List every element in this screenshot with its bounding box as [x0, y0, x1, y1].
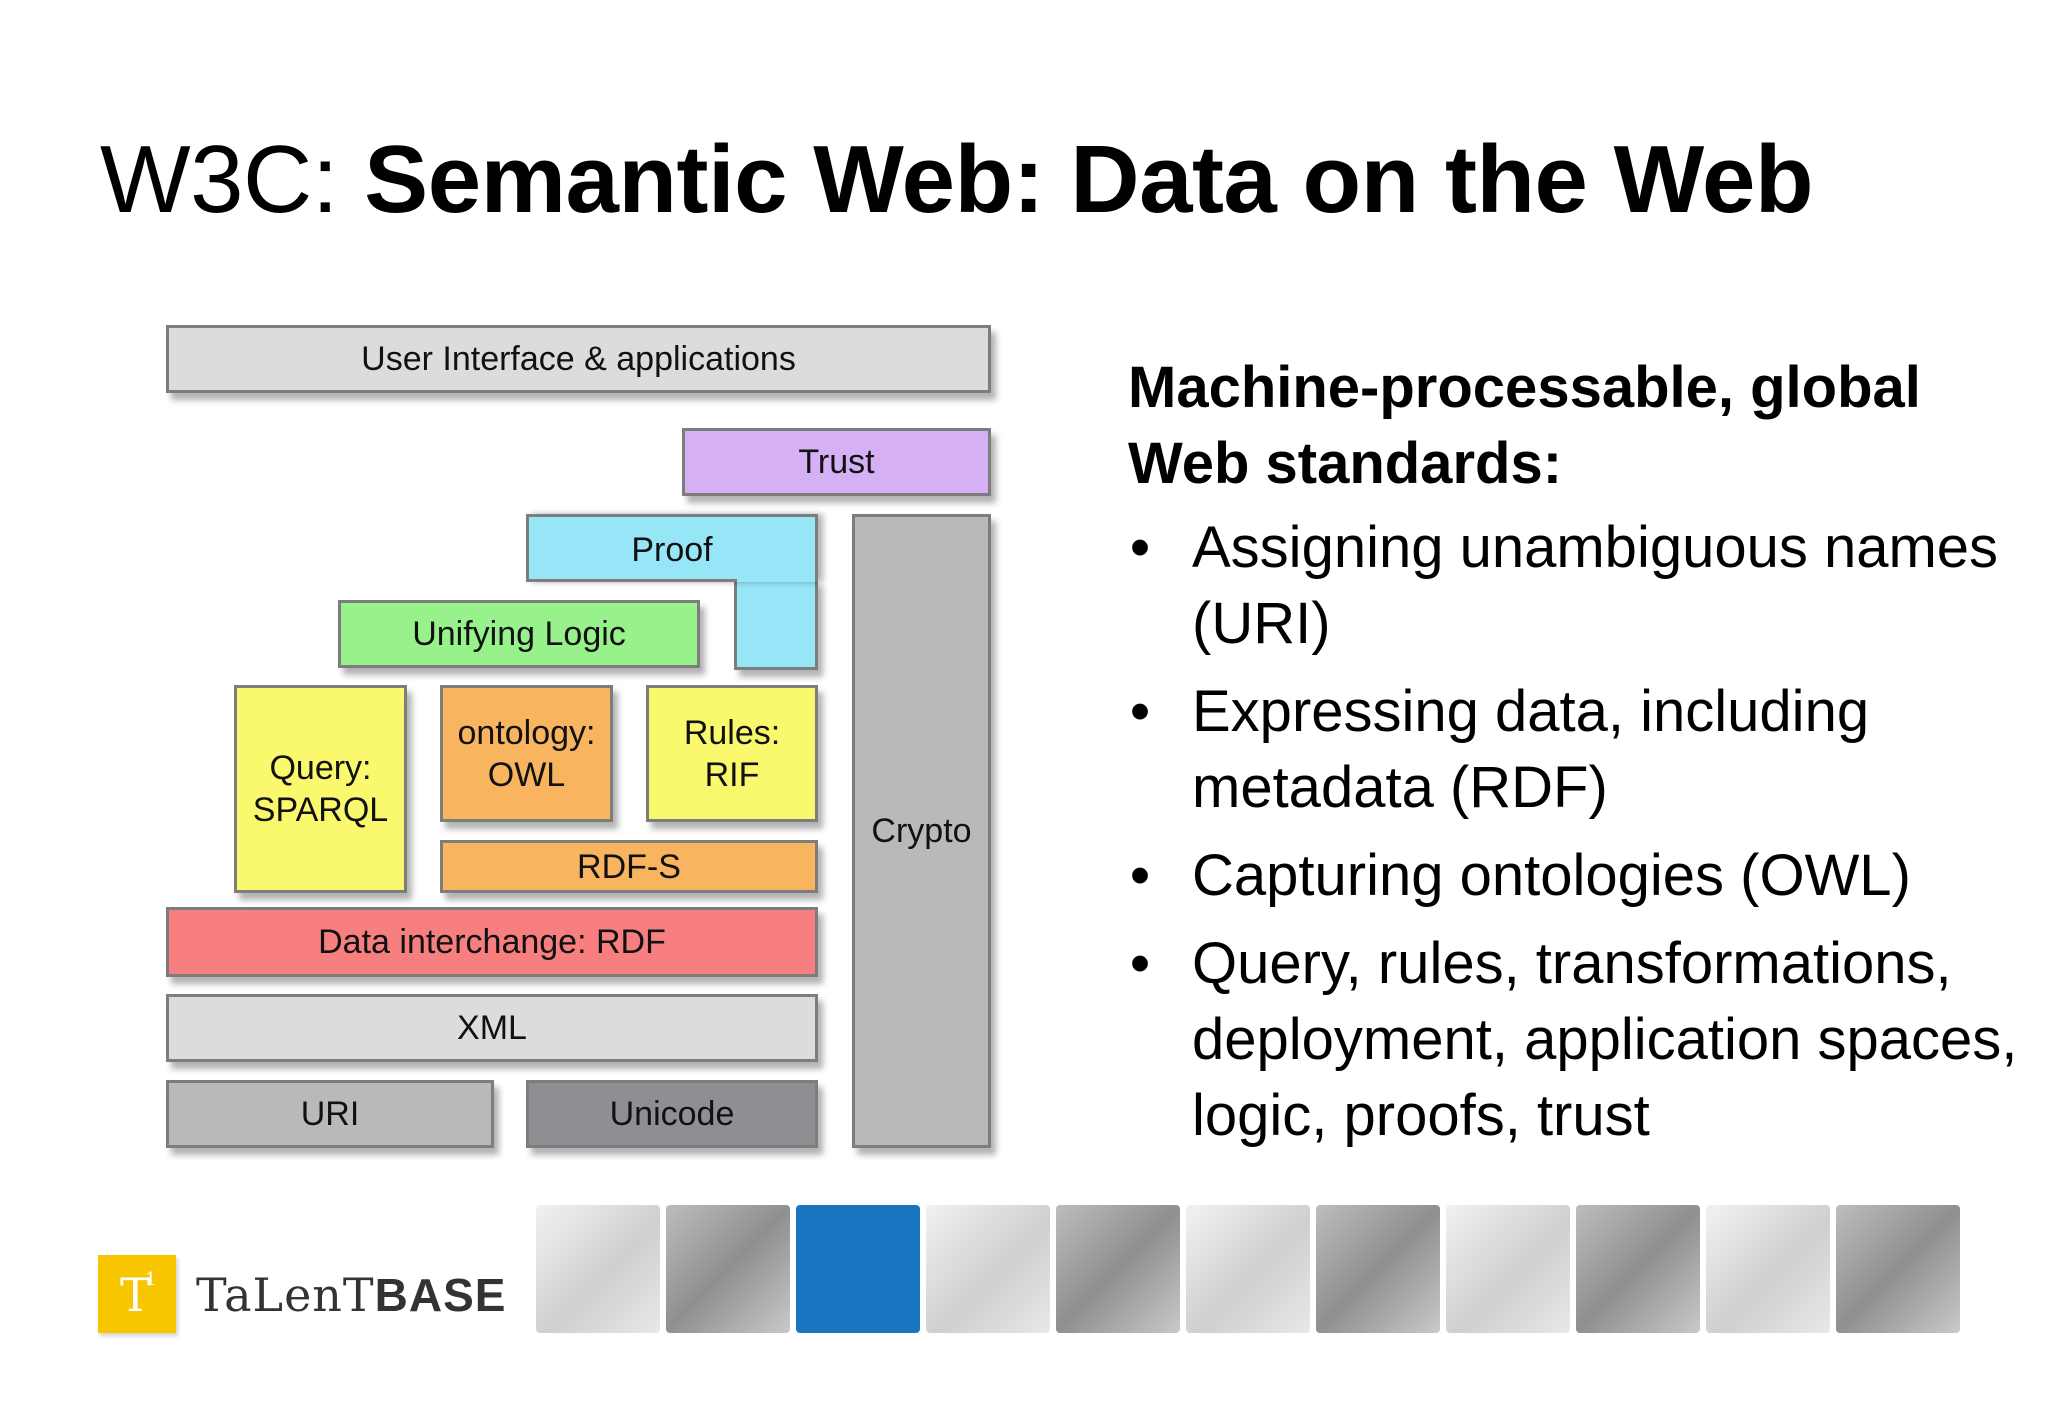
- layer-rdfs: RDF-S: [440, 840, 818, 893]
- layer-user-interface: User Interface & applications: [166, 325, 991, 393]
- list-item: • Query, rules, transformations, deploym…: [1120, 926, 2040, 1154]
- brand-name-bold: BASE: [374, 1269, 507, 1321]
- list-item-text: Query, rules, transformations, deploymen…: [1192, 931, 2018, 1148]
- layer-query-sparql: Query: SPARQL: [234, 685, 407, 893]
- list-item-text: Assigning unambiguous names (URI): [1192, 515, 1999, 656]
- layer-unifying-logic: Unifying Logic: [338, 600, 700, 668]
- svg-text:1: 1: [145, 1269, 156, 1290]
- photo-thumbnail: [536, 1205, 660, 1333]
- bullet-icon: •: [1129, 515, 1151, 580]
- layer-unicode: Unicode: [526, 1080, 818, 1148]
- photo-thumbnail: [1706, 1205, 1830, 1333]
- bullet-icon: •: [1129, 679, 1151, 744]
- talentbase-logo-icon: T 1: [98, 1255, 176, 1333]
- brand-name: TaLenTBASE: [196, 1268, 506, 1322]
- title-main: Semantic Web: Data on the Web: [364, 126, 1814, 233]
- layer-proof-extension: [734, 578, 818, 670]
- layer-rules-rif: Rules: RIF: [646, 685, 818, 822]
- bullet-icon: •: [1129, 931, 1151, 996]
- title-prefix: W3C:: [100, 126, 365, 233]
- proof-seam: [526, 579, 737, 582]
- brand-name-light: TaLenT: [196, 1268, 375, 1322]
- photo-thumbnail: [1446, 1205, 1570, 1333]
- layer-xml: XML: [166, 994, 818, 1062]
- list-item: • Capturing ontologies (OWL): [1120, 838, 2040, 914]
- list-item: • Expressing data, including metadata (R…: [1120, 674, 2040, 826]
- standards-heading: Machine-processable, global Web standard…: [1128, 355, 1921, 496]
- photo-thumbnail: [666, 1205, 790, 1333]
- layer-ontology-owl: ontology: OWL: [440, 685, 613, 822]
- svg-text:T: T: [120, 1268, 151, 1322]
- layer-proof: Proof: [526, 514, 818, 582]
- photo-thumbnail: [1056, 1205, 1180, 1333]
- list-item-text: Expressing data, including metadata (RDF…: [1192, 679, 1870, 820]
- blue-tile: [796, 1205, 920, 1333]
- bullet-icon: •: [1129, 843, 1151, 908]
- layer-crypto: Crypto: [852, 514, 991, 1148]
- photo-thumbnail: [926, 1205, 1050, 1333]
- layer-data-interchange-rdf: Data interchange: RDF: [166, 907, 818, 977]
- list-item-text: Capturing ontologies (OWL): [1192, 843, 1911, 908]
- photo-thumbnail: [1316, 1205, 1440, 1333]
- layer-trust: Trust: [682, 428, 991, 496]
- standards-list: • Assigning unambiguous names (URI) • Ex…: [1120, 510, 2040, 1166]
- photo-thumbnail: [1186, 1205, 1310, 1333]
- list-item: • Assigning unambiguous names (URI): [1120, 510, 2040, 662]
- photo-thumbnail: [1576, 1205, 1700, 1333]
- slide-title: W3C: Semantic Web: Data on the Web: [100, 125, 1814, 235]
- photo-thumbnail: [1836, 1205, 1960, 1333]
- layer-uri: URI: [166, 1080, 494, 1148]
